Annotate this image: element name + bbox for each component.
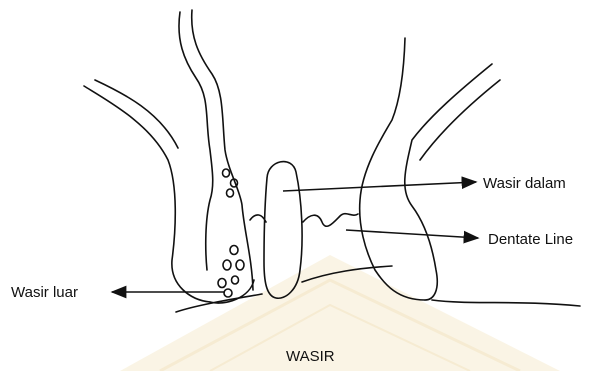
- anal-canal-left-wall: [84, 10, 254, 303]
- arrow-internal: [283, 182, 476, 191]
- dentate-line: [250, 214, 358, 227]
- label-dentate-line: Dentate Line: [488, 231, 573, 248]
- label-wasir-dalam: Wasir dalam: [483, 175, 566, 192]
- external-hemorrhoid-dots: [218, 169, 244, 297]
- arrow-dentate: [346, 230, 478, 238]
- diagram-title: WASIR: [286, 348, 335, 365]
- label-wasir-luar: Wasir luar: [11, 284, 78, 301]
